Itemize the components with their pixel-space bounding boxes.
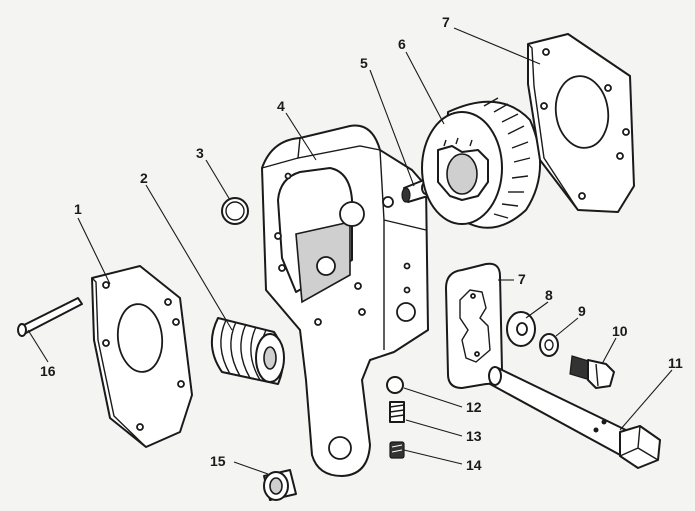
left-backing-plate <box>91 265 193 448</box>
set-screw <box>389 441 405 459</box>
part-labels: 1 2 3 4 5 6 7 7 8 9 10 11 12 13 14 15 16 <box>40 14 683 473</box>
label-12: 12 <box>466 399 482 415</box>
cap-screw <box>569 355 615 389</box>
worm-gear <box>211 317 285 385</box>
label-1: 1 <box>74 201 82 217</box>
label-7-lower: 7 <box>518 271 526 287</box>
ball <box>386 376 404 394</box>
right-backing-plate <box>527 33 635 213</box>
label-10: 10 <box>612 323 628 339</box>
leader-lines <box>27 27 673 475</box>
bushing <box>263 469 297 501</box>
washer <box>506 311 536 347</box>
spring <box>389 401 405 423</box>
label-7-upper: 7 <box>442 14 450 30</box>
label-11: 11 <box>668 355 683 371</box>
adjuster-housing <box>261 124 429 477</box>
worm-shaft-bolt <box>488 366 661 469</box>
worm-wheel <box>421 97 541 229</box>
label-13: 13 <box>466 428 482 444</box>
label-6: 6 <box>398 36 406 52</box>
o-ring <box>221 197 249 225</box>
label-16: 16 <box>40 363 56 379</box>
label-3: 3 <box>196 145 204 161</box>
pin <box>17 297 83 337</box>
label-2: 2 <box>140 170 148 186</box>
label-5: 5 <box>360 55 368 71</box>
lock-washer <box>539 333 559 357</box>
label-4: 4 <box>277 98 285 114</box>
label-15: 15 <box>210 453 226 469</box>
label-14: 14 <box>466 457 482 473</box>
label-8: 8 <box>545 287 553 303</box>
label-9: 9 <box>578 303 586 319</box>
lock-plate <box>445 262 503 389</box>
